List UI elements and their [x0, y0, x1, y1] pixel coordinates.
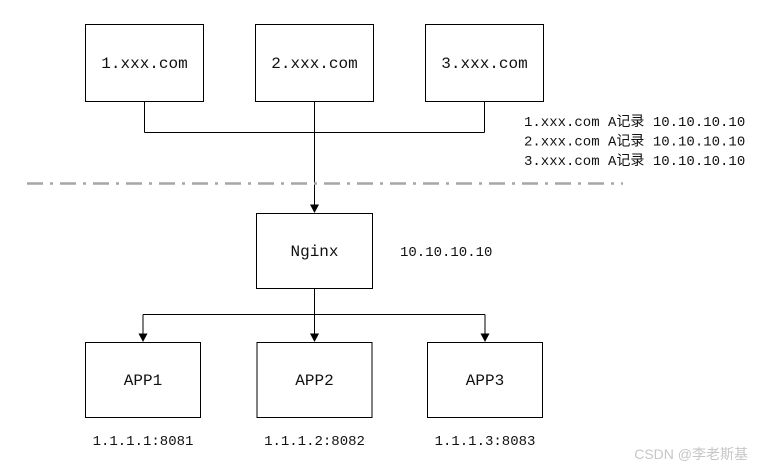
- dns-record-line-3: 3.xxx.com A记录 10.10.10.10: [524, 153, 745, 170]
- arrowhead-down-icon: [138, 333, 148, 342]
- app-node-1-address: 1.1.1.1:8081: [93, 434, 194, 450]
- domain-node-2-label: 2.xxx.com: [271, 55, 357, 73]
- dns-record-line-1: 1.xxx.com A记录 10.10.10.10: [524, 114, 745, 131]
- watermark: CSDN @李老斯基: [634, 446, 748, 462]
- app-node-3-label: APP3: [466, 372, 504, 390]
- app-node-3-box: [427, 342, 543, 418]
- arrowhead-down-icon: [310, 333, 319, 342]
- domain-node-3-label: 3.xxx.com: [441, 55, 527, 73]
- domain-node-3-box: [425, 24, 544, 102]
- app-node-2-address: 1.1.1.2:8082: [264, 434, 365, 450]
- arrowhead-down-icon: [310, 204, 319, 213]
- app-node-1-box: [85, 342, 201, 418]
- app-node-2-box: [256, 342, 373, 418]
- domain-node-2-box: [255, 24, 374, 102]
- app-node-1-label: APP1: [124, 372, 162, 390]
- nginx-node-box: [256, 213, 373, 289]
- domain-node-1-label: 1.xxx.com: [101, 55, 187, 73]
- nginx-node-label: Nginx: [290, 243, 338, 261]
- app-node-2-label: APP2: [295, 372, 333, 390]
- arrowhead-down-icon: [480, 333, 490, 342]
- domain-node-1-box: [85, 24, 204, 102]
- dns-record-line-2: 2.xxx.com A记录 10.10.10.10: [524, 134, 745, 151]
- app-node-3-address: 1.1.1.3:8083: [435, 434, 536, 450]
- nginx-ip-label: 10.10.10.10: [400, 245, 492, 261]
